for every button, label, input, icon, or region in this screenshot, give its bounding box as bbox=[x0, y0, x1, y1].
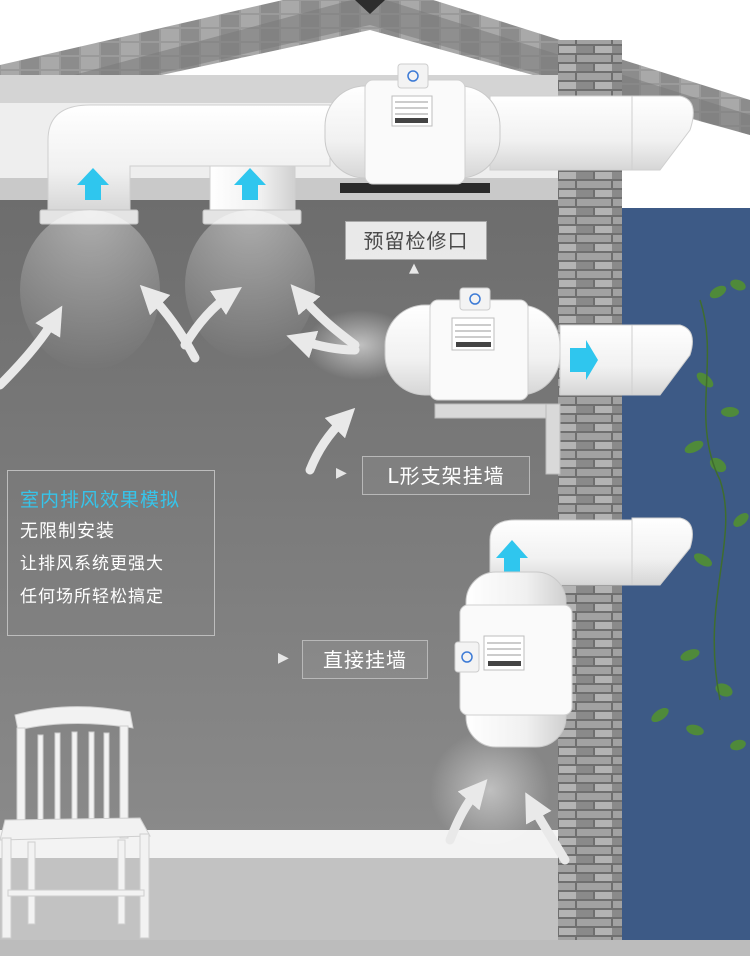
airflow-arrow-icon bbox=[77, 168, 266, 200]
chair bbox=[0, 706, 151, 939]
info-line: 让排风系统更强大 bbox=[20, 554, 164, 574]
brick-wall bbox=[558, 40, 622, 940]
exterior-vent-middle bbox=[631, 324, 693, 396]
inline-fan-wall bbox=[454, 517, 693, 748]
exterior-vent-top bbox=[631, 95, 694, 171]
airflow-curved-arrows bbox=[0, 284, 570, 865]
callout-inspection-port: 预留检修口 bbox=[345, 221, 487, 260]
airflow-arrow-up-icon bbox=[496, 540, 528, 575]
info-title: 室内排风效果模拟 bbox=[20, 489, 181, 511]
callout-l-bracket: L形支架挂墙 bbox=[362, 456, 530, 495]
pointer-up-icon: ▲ bbox=[409, 261, 419, 276]
roof bbox=[0, 0, 750, 135]
callout-direct-wall: 直接挂墙 bbox=[302, 640, 428, 679]
inline-fan-ceiling bbox=[324, 63, 501, 185]
play-triangle-icon: ▶ bbox=[278, 650, 289, 666]
info-line: 无限制安装 bbox=[20, 521, 115, 542]
vine-leaves bbox=[651, 279, 749, 751]
play-triangle-icon: ▶ bbox=[336, 465, 347, 481]
inline-fan-bracket bbox=[384, 287, 693, 475]
floor bbox=[0, 858, 558, 940]
airflow-arrow-right-icon bbox=[570, 340, 598, 380]
info-panel: 室内排风效果模拟 无限制安装 让排风系统更强大 任何场所轻松搞定 bbox=[7, 470, 215, 636]
info-line: 任何场所轻松搞定 bbox=[20, 587, 164, 607]
exterior-vent-bottom bbox=[631, 517, 693, 586]
